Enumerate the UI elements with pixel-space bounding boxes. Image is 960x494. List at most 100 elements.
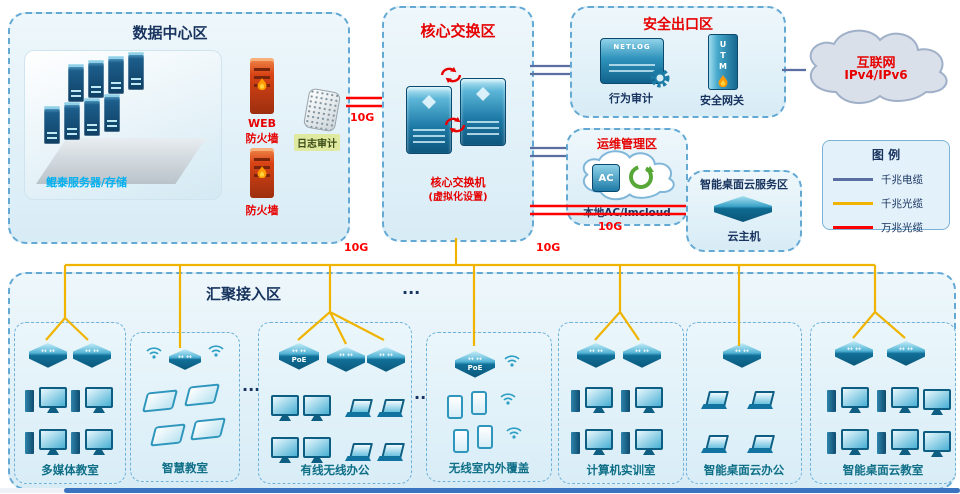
desktop-pc-icon (71, 429, 113, 457)
poe-switch-icon: PoE (279, 343, 319, 370)
netlog-text: NETLOG (613, 43, 651, 51)
laptop-icon (701, 391, 729, 409)
phone-icon (471, 391, 487, 415)
server-tower-icon (88, 60, 104, 98)
access-switch-icon (327, 347, 365, 372)
legend-row-copper: 千兆电缆 (833, 172, 939, 187)
subzone-label: 有线无线办公 (300, 463, 370, 477)
copper-line-swatch (833, 178, 873, 181)
desktop-monitor-icon (271, 437, 299, 458)
zone-core-title: 核心交换区 (420, 22, 496, 40)
phone-icon (477, 425, 493, 449)
internet-cloud-shape (809, 29, 948, 104)
wifi-signal-icon (146, 347, 162, 359)
core-switch-chassis-icon (406, 86, 452, 154)
access-switch-icon (73, 343, 111, 368)
desktop-monitor-icon (271, 395, 299, 416)
desktop-pc-icon (621, 387, 663, 415)
subzone-label: 智慧教室 (162, 461, 208, 475)
legend-fiber10g-label: 万兆光缆 (881, 222, 923, 234)
flame-icon (718, 75, 728, 87)
subzone-desktop-cloud-classroom: 智能桌面云教室 (810, 322, 956, 484)
firewall-device-icon (250, 148, 274, 198)
server-tower-icon (68, 64, 84, 102)
cloud-host-icon (714, 196, 772, 222)
ac-text: AC (598, 172, 614, 184)
ops-label: 本地AC/Imcloud (583, 207, 671, 219)
subzone-wireless-coverage: PoE 无线室内外覆盖 (426, 332, 552, 482)
horizontal-scrollbar-thumb[interactable] (64, 488, 960, 493)
zone-security: 安全出口区 NETLOG 行为审计 UTM 安全网关 (570, 6, 786, 118)
behavior-audit-label: 行为审计 (609, 92, 653, 105)
server-tower-icon (44, 106, 60, 144)
server-platform (36, 138, 206, 184)
desktop-monitor-icon (303, 437, 331, 458)
server-group-panel: 鲲泰服务器/存储 (24, 50, 222, 200)
subzone-smart-classroom: 智慧教室 (130, 332, 240, 482)
imcloud-logo-icon (629, 165, 654, 189)
desktop-pc-icon (827, 429, 869, 457)
wifi-signal-icon (504, 355, 520, 367)
tablet-icon (141, 389, 179, 413)
ellipsis-mid-1: ... (242, 376, 261, 395)
server-tower-icon (128, 52, 144, 90)
laptop-icon (377, 443, 405, 461)
desktop-pc-icon (71, 387, 113, 415)
server-group-label: 鲲泰服务器/存储 (46, 176, 128, 189)
subzone-desktop-cloud-office: 智能桌面云办公 (686, 322, 802, 484)
subzone-label: 智能桌面云办公 (703, 463, 785, 477)
zone-datacenter: 数据中心区 鲲泰服务器/存储 WEB 防火墙 日志审计 防火墙 (8, 12, 350, 244)
gateway-label: 安全网关 (700, 94, 744, 107)
server-tower-icon (104, 94, 120, 132)
laptop-icon (701, 435, 729, 453)
desktop-monitor-icon (923, 431, 951, 452)
subzone-label: 智能桌面云教室 (842, 463, 924, 477)
poe-switch-icon: PoE (455, 351, 495, 378)
desktop-pc-icon (827, 387, 869, 415)
phone-icon (453, 429, 469, 453)
zone-access: 汇聚接入区 ... ... ... 多媒体教室 智慧教室 PoE (8, 272, 956, 490)
zone-cloud-service: 智能桌面云服务区 云主机 (686, 170, 802, 252)
core-switch-label: 核心交换机 (430, 176, 486, 189)
desktop-pc-icon (25, 429, 67, 457)
core-switch-chassis-icon (460, 78, 506, 146)
desktop-pc-icon (877, 387, 919, 415)
access-switch-icon (723, 343, 761, 368)
access-switch-icon (577, 343, 615, 368)
tablet-icon (149, 423, 187, 447)
legend-copper-label: 千兆电缆 (881, 174, 923, 186)
zone-cloud-service-title: 智能桌面云服务区 (700, 178, 788, 191)
ellipsis-top: ... (402, 279, 421, 298)
ac-controller-icon: AC (592, 164, 620, 192)
tablet-icon (183, 383, 221, 407)
access-switch-icon (835, 341, 873, 366)
core-switch-note: (虚拟化设置) (428, 192, 488, 203)
ap-switch-icon (169, 349, 201, 370)
subzone-label: 多媒体教室 (41, 463, 99, 477)
zone-security-title: 安全出口区 (643, 17, 713, 33)
log-audit-device-icon (302, 87, 342, 133)
access-switch-icon (623, 343, 661, 368)
utm-appliance-icon: UTM (708, 34, 738, 90)
legend-title: 图 例 (871, 148, 901, 162)
web-firewall-label-line1: WEB (247, 117, 277, 130)
wifi-signal-icon (506, 427, 522, 439)
legend: 图 例 千兆电缆 千兆光缆 万兆光缆 (822, 140, 950, 234)
desktop-pc-icon (571, 429, 613, 457)
legend-row-fiber1g: 千兆光缆 (833, 196, 939, 211)
subzone-wired-wireless-office: PoE 有线无线办公 (258, 322, 412, 484)
phone-icon (447, 395, 463, 419)
server-tower-icon (64, 102, 80, 140)
laptop-icon (377, 399, 405, 417)
laptop-icon (747, 391, 775, 409)
access-switch-icon (367, 347, 405, 372)
log-audit-label: 日志审计 (294, 134, 340, 151)
server-tower-icon (108, 56, 124, 94)
subzone-label: 计算机实训室 (586, 463, 656, 477)
server-tower-icon (84, 98, 100, 136)
flame-icon (257, 78, 267, 90)
desktop-pc-icon (25, 387, 67, 415)
link-speed-label: 10G (350, 111, 375, 124)
legend-fiber1g-label: 千兆光缆 (881, 198, 923, 210)
wifi-signal-icon (500, 393, 516, 405)
